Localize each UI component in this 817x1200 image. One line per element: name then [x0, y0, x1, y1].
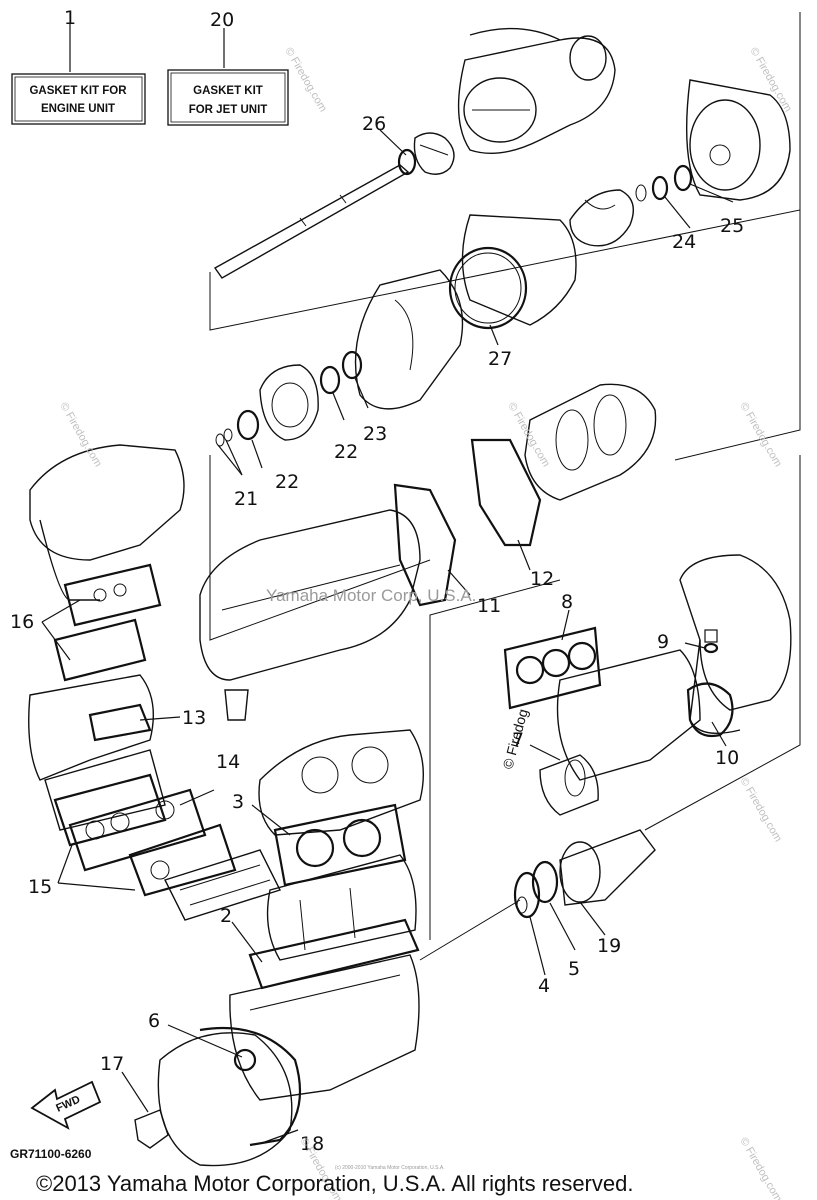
pump-housing	[685, 79, 791, 201]
callout-2: 2	[220, 905, 232, 927]
gasket-10	[686, 682, 734, 738]
callout-numbers: 26 25 24 27 22 23 22 21 12 11 16 8 9 10 …	[10, 113, 744, 1155]
kit-box-engine: 1 GASKET KIT FOR ENGINE UNIT	[11, 7, 146, 125]
drive-shaft	[213, 164, 410, 279]
oring-26	[397, 148, 417, 176]
crankcase	[229, 954, 420, 1101]
cylinder-head	[258, 729, 425, 836]
pump-case	[354, 269, 464, 410]
exhaust-elbow-right	[679, 554, 792, 734]
starter-coupler-7	[539, 754, 599, 816]
crank-end-assembly	[513, 829, 656, 919]
kit-label-engine-line1: GASKET KIT FOR	[29, 85, 127, 97]
callout-22-lower: 22	[275, 471, 299, 493]
kit-label-jet-line1: GASKET KIT	[193, 85, 263, 97]
watermark-firedog-1: © Firedog.com	[282, 46, 329, 115]
carb-gaskets-14-15	[53, 773, 237, 897]
watermark-firedog-2: © Firedog.com	[747, 46, 794, 115]
callout-3: 3	[232, 791, 244, 813]
seals-24-25	[635, 164, 693, 202]
callout-10: 10	[715, 747, 739, 769]
callout-23: 23	[363, 423, 387, 445]
kit-label-jet-line2: FOR JET UNIT	[189, 104, 268, 116]
callout-12: 12	[530, 568, 554, 590]
drain-fitting-17	[134, 1109, 169, 1149]
callout-19: 19	[597, 935, 621, 957]
crankshaft	[524, 383, 657, 501]
watermark-firedog-4: © Firedog.com	[505, 401, 552, 470]
watermark-firedog-5: © Firedog.com	[737, 401, 784, 470]
callout-4: 4	[538, 975, 550, 997]
intake-manifold	[28, 674, 166, 831]
crankcase-cover	[157, 1032, 293, 1167]
callout-5: 5	[568, 958, 580, 980]
impeller	[569, 189, 634, 247]
callout-8: 8	[561, 591, 573, 613]
outer-bracket-lines	[419, 455, 801, 961]
head-gasket-3	[273, 803, 407, 887]
copyright-notice: ©2013 Yamaha Motor Corporation, U.S.A. A…	[36, 1171, 633, 1196]
callout-24: 24	[672, 231, 696, 253]
watermark-firedog-3: © Firedog.com	[57, 401, 104, 470]
callout-16: 16	[10, 611, 34, 633]
seals-22-23	[215, 350, 363, 447]
callout-27: 27	[488, 348, 512, 370]
jet-unit-bracket	[209, 12, 801, 641]
callout-26: 26	[362, 113, 386, 135]
watermark-firedog-6: © Firedog.com	[737, 776, 784, 845]
impeller-cap	[413, 132, 455, 175]
bearing-housing	[259, 364, 319, 441]
exhaust-manifold-center	[556, 649, 701, 781]
kit-label-engine-line2: ENGINE UNIT	[41, 103, 115, 115]
callout-14: 14	[216, 751, 240, 773]
callout-9: 9	[657, 631, 669, 653]
diagram-code: GR71100-6260	[10, 1147, 92, 1161]
muffler	[199, 509, 421, 721]
callout-22-upper: 22	[334, 441, 358, 463]
callout-7: 7	[512, 729, 524, 751]
callout-13: 13	[182, 707, 206, 729]
base-gasket-2	[248, 918, 420, 990]
cover-gasket-18	[199, 1026, 302, 1147]
fwd-label: FWD	[54, 1094, 82, 1115]
jet-nozzle-housing	[457, 27, 616, 155]
plug-9	[703, 629, 719, 654]
watermarks: Yamaha Motor Corp, U.S.A. © Firedog.com …	[57, 46, 794, 1200]
exhaust-manifold-gaskets-11-12	[393, 438, 542, 607]
cylinder-block	[266, 854, 417, 961]
fwd-arrow: FWD	[30, 1080, 102, 1130]
kit-box-jet: 20 GASKET KIT FOR JET UNIT	[167, 9, 289, 126]
exhaust-pipe-top-left	[29, 444, 185, 601]
callout-15: 15	[28, 876, 52, 898]
callout-17: 17	[100, 1053, 124, 1075]
watermark-yamaha: Yamaha Motor Corp, U.S.A.	[266, 586, 476, 605]
callout-21: 21	[234, 488, 258, 510]
intake-duct	[448, 214, 577, 330]
watermark-firedog-7: © Firedog.com	[737, 1136, 784, 1200]
watermark-firedog-dark: © Firedog	[499, 707, 530, 771]
kit-number-jet: 20	[210, 9, 234, 31]
footer-tiny-credit: (c) 2000-2010 Yamaha Motor Corporation, …	[335, 1165, 445, 1171]
exhaust-gaskets-16	[53, 563, 162, 682]
callout-6: 6	[148, 1010, 160, 1032]
callout-18: 18	[300, 1133, 324, 1155]
reed-valves	[164, 849, 281, 921]
intake-gasket-13	[88, 703, 152, 742]
gasket-8	[503, 626, 602, 710]
leader-lines	[41, 129, 734, 1144]
callout-11: 11	[477, 595, 501, 617]
kit-number-engine: 1	[64, 7, 76, 29]
callout-25: 25	[720, 215, 744, 237]
